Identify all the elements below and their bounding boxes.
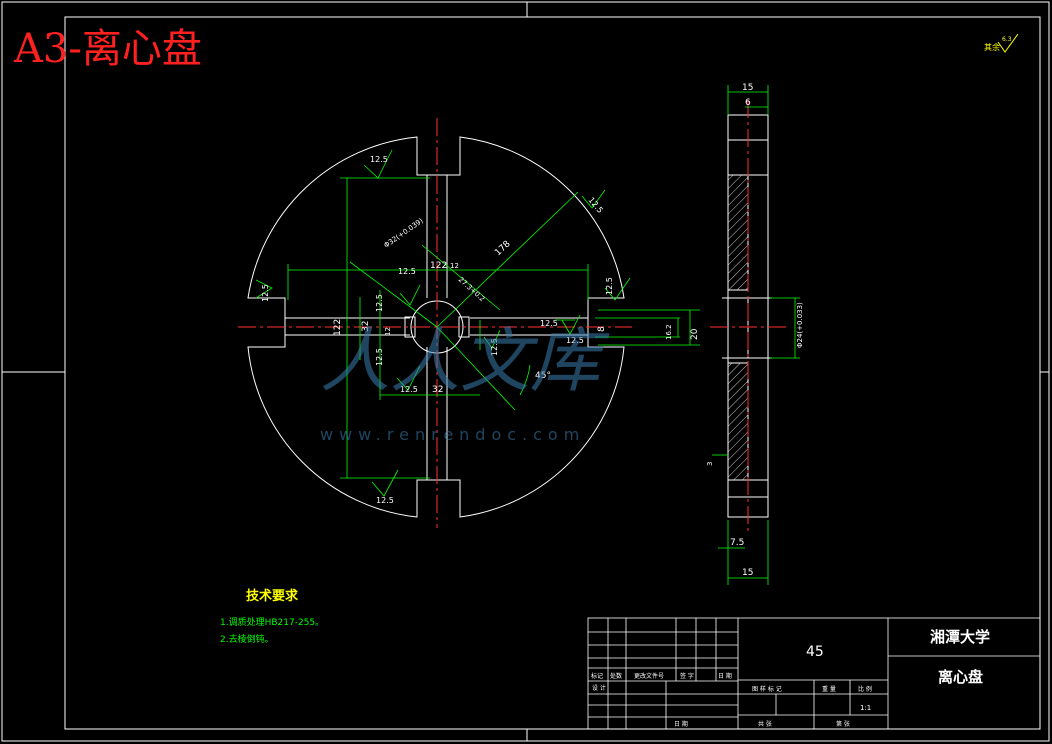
dim-12-a: 12 xyxy=(450,262,459,270)
dim-16: 16.2 xyxy=(665,324,673,340)
dim-phi: Φ32(+0.039) xyxy=(383,217,425,250)
school-name: 湘潭大学 xyxy=(930,628,990,646)
watermark: 人人文库 www.renrendoc.com xyxy=(320,320,610,444)
rev-header: 日 期 xyxy=(718,672,732,680)
title-block xyxy=(587,617,1041,730)
date-label: 日 期 xyxy=(674,720,688,728)
rev-header: 处数 xyxy=(610,672,622,680)
section-hatch-bottom xyxy=(727,362,749,481)
dim-8: 8 xyxy=(597,326,607,332)
general-roughness-note: 其余 6.3 xyxy=(984,33,1019,53)
watermark-brand: 人人文库 xyxy=(320,320,610,402)
roughness-label: 12.5 xyxy=(370,155,388,164)
tech-item: 1.调质处理HB217-255。 xyxy=(220,616,324,628)
side-view: 15 6 15 7.5 Φ24(+0.033) 3 xyxy=(706,83,804,585)
stage-header: 图 样 标 记 xyxy=(752,685,782,693)
rev-header: 更改文件号 xyxy=(634,672,664,680)
dim-27: 27.3+0.2 xyxy=(457,276,487,304)
material-label: 45 xyxy=(806,644,824,660)
side-dim-phi: Φ24(+0.033) xyxy=(796,302,804,348)
sheet-number: 第 张 xyxy=(836,720,850,728)
side-dim-15-top: 15 xyxy=(742,83,753,93)
dim-32-h: 32 xyxy=(432,385,443,395)
dim-122-h: 122 xyxy=(430,261,447,271)
tech-item: 2.去棱倒钝。 xyxy=(220,633,274,645)
roughness-label: 12.5 xyxy=(261,284,270,302)
scale-value: 1:1 xyxy=(860,704,871,712)
roughness-label: 12.5 xyxy=(540,319,558,328)
disc-outline xyxy=(247,136,625,518)
side-dim-6: 6 xyxy=(745,98,751,108)
roughness-label: 12.5 xyxy=(490,338,499,356)
rev-header: 签 字 xyxy=(680,672,694,680)
drawing-title: A3-离心盘 xyxy=(13,26,202,72)
technical-requirements: 技术要求 1.调质处理HB217-255。 2.去棱倒钝。 xyxy=(220,588,324,645)
front-dimension-lines xyxy=(287,177,700,479)
roughness-label: 12.5 xyxy=(566,336,584,345)
roughness-label: 12.5 xyxy=(375,294,384,312)
dim-12-b: 12 xyxy=(384,327,392,336)
stage-header: 比 例 xyxy=(858,685,872,693)
front-view: 12.5 12.5 12.5 12.5 12.5 12.5 12.5 12.5 … xyxy=(238,118,700,528)
roughness-label: 12.5 xyxy=(376,496,394,505)
dim-r178: 178 xyxy=(493,239,513,258)
svg-text:6.3: 6.3 xyxy=(1002,36,1012,43)
dim-angle: 45° xyxy=(535,371,551,381)
side-dim-15-bottom: 15 xyxy=(742,568,753,578)
dim-122-v: 122 xyxy=(333,319,343,336)
rev-header: 标记 xyxy=(591,672,603,680)
inner-border xyxy=(64,16,1041,730)
stage-header: 重 量 xyxy=(822,685,836,693)
watermark-url: www.renrendoc.com xyxy=(320,425,585,444)
roughness-symbols xyxy=(255,149,631,497)
roughness-label: 12.5 xyxy=(375,348,384,366)
design-label: 设 计 xyxy=(592,684,606,692)
dim-32-v: 32 xyxy=(361,321,371,332)
roughness-label: 12.5 xyxy=(400,385,418,394)
section-hatch-top xyxy=(727,174,749,291)
roughness-label: 12.5 xyxy=(398,267,416,276)
side-dim-7-5: 7.5 xyxy=(730,538,744,548)
part-name: 离心盘 xyxy=(938,668,983,686)
side-dim-small: 3 xyxy=(706,462,714,466)
roughness-label: 12.5 xyxy=(605,277,614,295)
dim-20: 20 xyxy=(690,328,700,340)
sheet-total: 共 张 xyxy=(758,720,772,728)
svg-text:其余: 其余 xyxy=(984,42,1000,52)
tech-heading: 技术要求 xyxy=(246,588,299,604)
